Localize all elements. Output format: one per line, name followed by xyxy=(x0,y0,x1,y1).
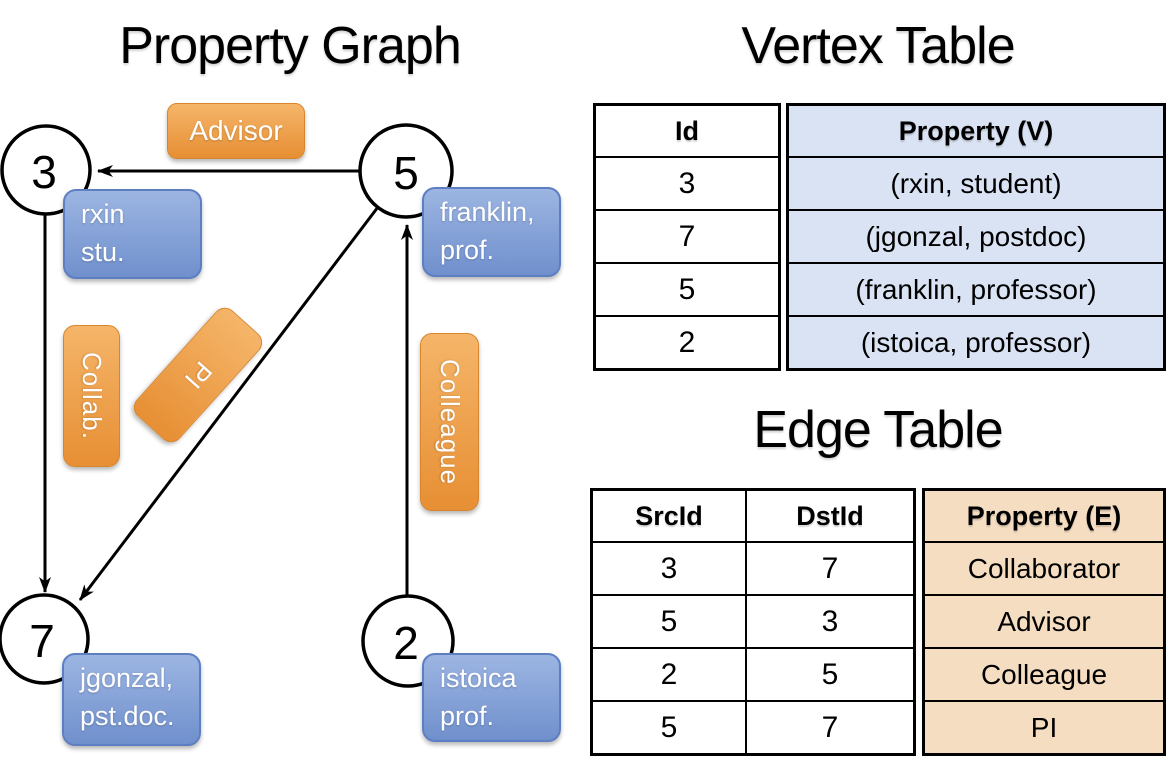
edge-table-dstid-header: DstId xyxy=(745,491,913,541)
vertex-label-istoica-line1: istoica xyxy=(440,663,517,693)
edge-table-srcid-cell: 5 xyxy=(593,594,745,647)
edge-table-dstid-cell: 3 xyxy=(745,594,913,647)
vertex-table-id-cell: 3 xyxy=(596,156,778,209)
edge-label-collab-text: Collab. xyxy=(77,352,107,440)
edge-table-dstid-cell: 5 xyxy=(745,647,913,700)
edge-table-property-cell: Colleague xyxy=(925,647,1163,700)
edge-label-colleague-text: Colleague xyxy=(435,358,465,486)
edge-label-pi-text: PI xyxy=(178,355,219,396)
vertex-label-istoica-line2: prof. xyxy=(440,701,495,731)
edge-table-id-columns: SrcId DstId 3 7 5 3 2 5 5 7 xyxy=(590,488,916,756)
vertex-table-id-cell: 7 xyxy=(596,209,778,262)
edge-table-srcid-cell: 5 xyxy=(593,700,745,753)
property-graph-title: Property Graph xyxy=(119,17,462,75)
edge-table-property-header: Property (E) xyxy=(966,500,1122,531)
vertex-label-rxin-line1: rxin xyxy=(81,199,125,229)
edge-table-property-cell: Collaborator xyxy=(925,541,1163,594)
vertex-table-id-header: Id xyxy=(675,115,699,146)
edge-label-advisor: Advisor xyxy=(167,103,305,159)
vertex-label-jgonzal: jgonzal, pst.doc. xyxy=(62,653,201,746)
edge-table-title: Edge Table xyxy=(753,401,1003,459)
vertex-table-id-cell: 5 xyxy=(596,262,778,315)
edge-table-dstid-cell: 7 xyxy=(745,700,913,753)
vertex-table-property-cell: (rxin, student) xyxy=(789,156,1163,209)
vertex-table-property-cell: (istoica, professor) xyxy=(789,315,1163,368)
edge-label-collab: Collab. xyxy=(63,325,120,467)
vertex-table-id-column: Id 3 7 5 2 xyxy=(593,103,781,371)
edge-table-srcid-cell: 2 xyxy=(593,647,745,700)
vertex-table-id-cell: 2 xyxy=(596,315,778,368)
vertex-label-jgonzal-line2: pst.doc. xyxy=(80,701,175,731)
vertex-label-franklin-line2: prof. xyxy=(440,235,495,265)
edge-table-srcid-cell: 3 xyxy=(593,541,745,594)
vertex-table-title: Vertex Table xyxy=(741,17,1015,75)
node-id-5: 5 xyxy=(393,147,419,199)
property-graph-canvas: 3 5 7 2 xyxy=(0,123,455,688)
edge-table-property-cell: PI xyxy=(925,700,1163,753)
edge-table-property-column: Property (E) Collaborator Advisor Collea… xyxy=(922,488,1166,756)
edge-label-advisor-text: Advisor xyxy=(189,115,283,146)
node-id-2: 2 xyxy=(393,617,419,669)
edge-pi-arrow xyxy=(78,206,380,601)
vertex-label-franklin: franklin, prof. xyxy=(422,187,561,277)
vertex-label-rxin-line2: stu. xyxy=(81,237,125,267)
vertex-table-property-cell: (franklin, professor) xyxy=(789,262,1163,315)
node-id-7: 7 xyxy=(29,615,55,667)
edge-table-srcid-header: SrcId xyxy=(635,500,703,531)
vertex-table-property-column: Property (V) (rxin, student) (jgonzal, p… xyxy=(786,103,1166,371)
vertex-label-rxin: rxin stu. xyxy=(63,189,202,279)
vertex-label-franklin-line1: franklin, xyxy=(440,197,535,227)
node-id-3: 3 xyxy=(31,146,57,198)
vertex-table-property-cell: (jgonzal, postdoc) xyxy=(789,209,1163,262)
edge-table-dstid-cell: 7 xyxy=(745,541,913,594)
vertex-table-property-header: Property (V) xyxy=(898,115,1054,146)
vertex-label-istoica: istoica prof. xyxy=(422,653,561,742)
edge-table-property-cell: Advisor xyxy=(925,594,1163,647)
edge-label-colleague: Colleague xyxy=(420,333,479,511)
vertex-label-jgonzal-line1: jgonzal, xyxy=(80,663,174,693)
